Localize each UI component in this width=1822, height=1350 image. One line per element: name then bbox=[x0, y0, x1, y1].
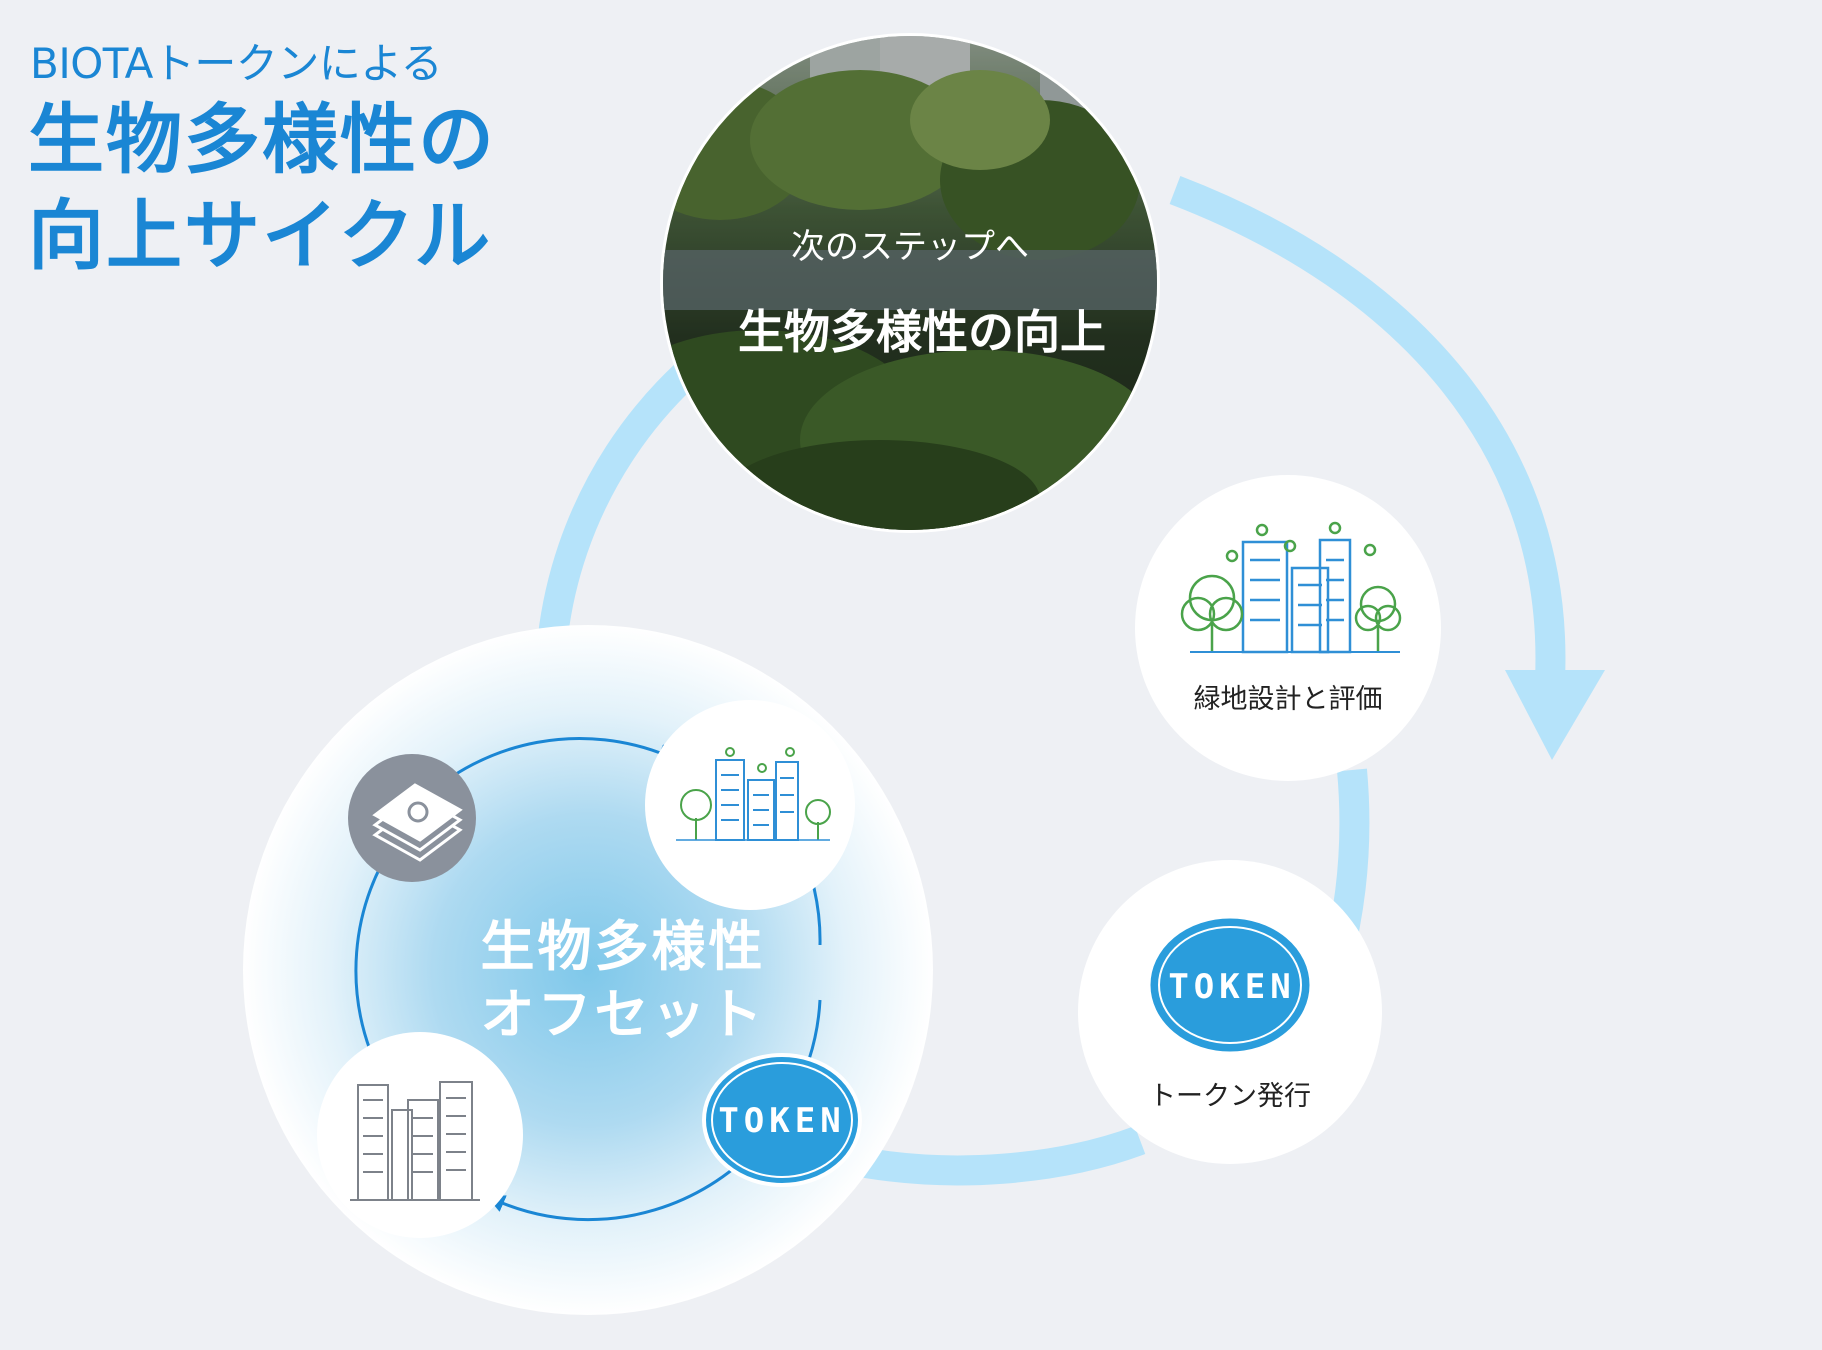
cycle-arrowhead bbox=[1505, 670, 1605, 760]
photo-caption-big: 生物多様性の向上 bbox=[738, 305, 1106, 359]
offset-title-line2: オフセット bbox=[481, 983, 766, 1046]
photo-node: 次のステップへ 生物多様性の向上 bbox=[600, 30, 1160, 560]
node-token-issuance: TOKEN トークン発行 bbox=[1078, 860, 1382, 1164]
token-badge-text: TOKEN bbox=[1168, 967, 1295, 1007]
offset-token-text: TOKEN bbox=[718, 1101, 845, 1141]
node-green-design: 緑地設計と評価 bbox=[1135, 475, 1441, 781]
node-label-green-design: 緑地設計と評価 bbox=[1194, 684, 1383, 715]
offset-title-line1: 生物多様性 bbox=[481, 915, 766, 978]
garden-photo bbox=[600, 30, 1160, 560]
photo-caption-small: 次のステップへ bbox=[791, 227, 1029, 267]
offset-node: 生物多様性 オフセット TOKEN bbox=[243, 625, 933, 1315]
node-label-token-issuance: トークン発行 bbox=[1149, 1081, 1311, 1112]
